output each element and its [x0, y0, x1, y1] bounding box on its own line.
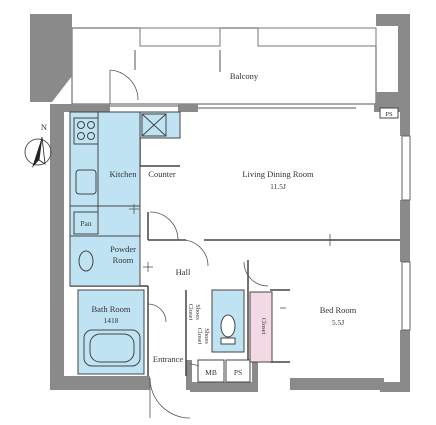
guide-ticks — [129, 204, 331, 309]
powder-label-2: Room — [113, 255, 134, 265]
powder-basin — [78, 250, 94, 272]
pan-label: Pan — [80, 219, 92, 228]
bedroom-label: Bed Room — [320, 305, 357, 315]
powder-label-1: Powder — [110, 244, 136, 254]
counter-box — [141, 113, 167, 137]
shoes-closet-2-label-a: Shoes — [203, 328, 210, 344]
ldk-label: Living Dining Room — [242, 169, 314, 179]
kitchen-label: Kitchen — [110, 169, 138, 179]
shoes-closet-2-label-b: Closet — [196, 328, 203, 345]
mb-label: MB — [205, 368, 217, 377]
shoes-closet-1-label-a: Shoes — [194, 304, 201, 320]
shoes-closet-1-label-b: Closet — [187, 304, 194, 321]
right-windows — [401, 135, 411, 331]
ps-bottom-label: PS — [234, 368, 242, 377]
ps-top-label: PS — [385, 111, 393, 118]
closet-label: Closet — [260, 318, 267, 335]
counter-label: Counter — [148, 169, 176, 179]
bath-size: 1418 — [104, 316, 119, 325]
balcony — [71, 27, 377, 105]
north-arrow-icon — [24, 136, 52, 168]
ldk-size: 11.5J — [270, 182, 286, 191]
hall-label: Hall — [176, 267, 191, 277]
entrance-label: Entrance — [153, 354, 183, 364]
bedroom-size: 5.5J — [332, 318, 344, 327]
bedroom-closet — [249, 291, 273, 363]
balcony-label: Balcony — [230, 71, 259, 81]
ldk-sliding-window — [110, 103, 356, 109]
bath-label: Bath Room — [92, 304, 131, 314]
north-label: N — [41, 122, 47, 132]
bathtub — [83, 329, 141, 367]
meter-boxes — [197, 107, 399, 383]
walls — [30, 14, 410, 392]
kitchen-fixtures — [70, 112, 140, 237]
toilet — [220, 314, 236, 345]
